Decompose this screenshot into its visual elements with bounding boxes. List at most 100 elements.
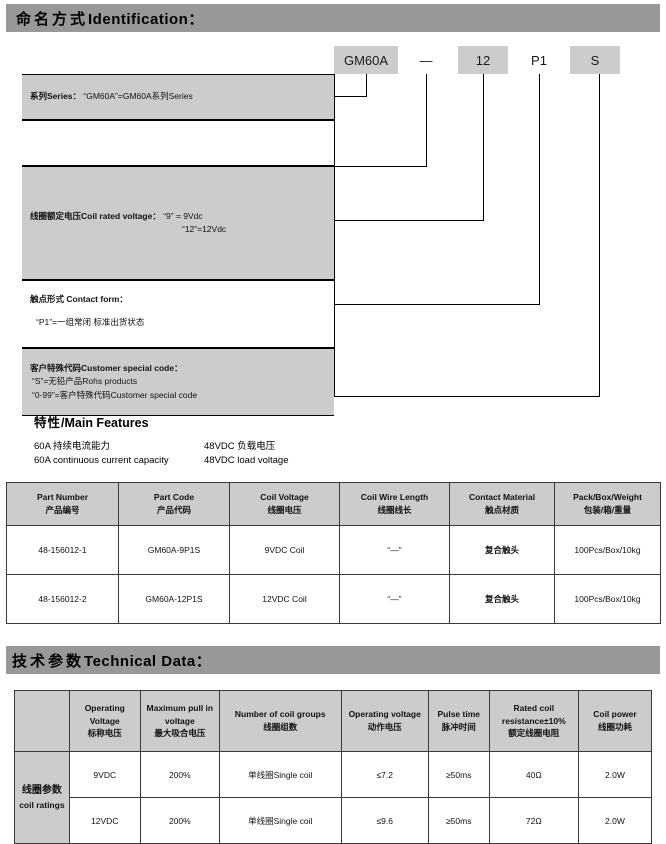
column-header-blank-corner: [14, 690, 70, 752]
code-segment-contact-form: P1: [520, 46, 558, 74]
header-en: Maximum pull in voltage: [146, 702, 214, 726]
legend-box-coil-rated-voltage: 线圈额定电压Coil rated voltage： “9” = 9Vdc “12…: [22, 166, 334, 280]
legend-line-rest: “9” = 9Vdc: [160, 210, 203, 221]
header-cn: 线圈电压: [267, 505, 302, 515]
cell-coil-wire-length: “—”: [339, 525, 450, 575]
legend-line: 线圈额定电压Coil rated voltage： “9” = 9Vdc: [30, 210, 334, 223]
code-segment-label: 12: [475, 52, 491, 68]
cell-max-pull-in-voltage: 200%: [139, 797, 220, 844]
cell-pulse-time: ≥50ms: [427, 751, 490, 798]
feature-cell: 48VDC 负载电压: [204, 441, 276, 452]
header-en: Part Number: [36, 492, 88, 503]
section-title-en-identification: Identification：: [88, 10, 204, 28]
row-header-en: coil ratings: [19, 799, 65, 810]
technical-data-table: Operating Voltage 标称电压 Maximum pull in v…: [14, 690, 653, 844]
header-cn: 动作电压: [367, 722, 402, 732]
cell-coil-wire-length: “—”: [339, 574, 450, 624]
cell-contact-material: 复合触头: [449, 574, 555, 624]
code-segment-label: S: [590, 52, 600, 68]
leader-line-special-code-vertical: [599, 74, 600, 396]
cell-part-number: 48-156012-1: [6, 525, 119, 575]
cell-contact-material: 复合触头: [449, 525, 555, 575]
features-list: 60A 持续电流能力 48VDC 负载电压 60A continuous cur…: [34, 440, 666, 468]
legend-line-bold: 线圈额定电压Coil rated voltage：: [30, 210, 161, 221]
header-en: Pulse time: [437, 709, 480, 720]
column-header-operating-voltage: Operating Voltage 标称电压: [68, 690, 141, 752]
code-segment-label: GM60A: [343, 52, 389, 68]
header-cn: 线圈线长: [377, 505, 412, 515]
section-header-technical-data: 技术参数 Technical Data：: [6, 646, 660, 674]
cell-coil-groups: 单线圈Single coil: [218, 797, 342, 844]
leader-line-dash-vertical: [426, 74, 427, 166]
legend-line: “P1”=一组常闭 标准出货状态: [30, 316, 334, 329]
header-cn: 线圈功耗: [597, 722, 632, 732]
code-segment-special-code: S: [570, 46, 620, 74]
leader-line-special-code-horizontal: [334, 396, 600, 397]
leader-line-contact-form-horizontal: [334, 304, 540, 305]
legend-box-customer-special-code: 客户特殊代码Customer special code： “S”=无铅产品Roh…: [22, 348, 334, 416]
legend-title-contact-form: 触点形式 Contact form：: [30, 294, 128, 304]
header-cn: 线圈组数: [263, 722, 298, 732]
features-title-cn: 特性: [34, 416, 62, 430]
cell-part-number: 48-156012-2: [6, 574, 119, 624]
header-en: Coil power: [593, 709, 637, 720]
legend-line-rest: “P1”=一组常闭 标准出货状态: [36, 317, 145, 328]
main-features-section: 特性/Main Features 60A 持续电流能力 48VDC 负载电压 6…: [0, 412, 666, 468]
cell-coil-groups: 单线圈Single coil: [218, 751, 342, 798]
legend-box-spacer: [22, 120, 334, 166]
row-header-coil-ratings: 线圈参数 coil ratings: [14, 751, 70, 844]
column-header-number-of-coil-groups: Number of coil groups 线圈组数: [218, 690, 342, 752]
feature-row: 60A continuous current capacity 48VDC lo…: [34, 454, 666, 468]
cell-pack-box-weight: 100Pcs/Box/10kg: [554, 525, 661, 575]
header-cn: 产品代码: [156, 505, 191, 515]
header-en: Contact Material: [468, 492, 536, 503]
leader-line-series-down: [334, 74, 335, 96]
section-title-cn-technical: 技术参数: [12, 652, 85, 670]
code-segment-label: P1: [531, 52, 547, 68]
section-header-identification: 命名方式 Identification：: [6, 4, 660, 32]
code-segment-dash: —: [406, 46, 446, 74]
cell-coil-power: 2.0W: [577, 797, 653, 844]
cell-coil-voltage: 9VDC Coil: [229, 525, 340, 575]
legend-box-series: 系列Series： “GM60A”=GM60A系列Series: [22, 74, 334, 120]
column-header-part-number: Part Number 产品编号: [6, 482, 119, 526]
header-en: Coil Voltage: [260, 492, 309, 503]
legend-column-spine: [334, 96, 335, 397]
column-header-rated-coil-resistance: Rated coil resistance±10% 额定线圈电阻: [488, 690, 579, 752]
table-row: 线圈参数 coil ratings 9VDC 200% 单线圈Single co…: [14, 751, 653, 844]
table-header-row: Operating Voltage 标称电压 Maximum pull in v…: [14, 690, 653, 752]
cell-coil-power: 2.0W: [577, 751, 653, 798]
leader-line-voltage-horizontal: [334, 220, 484, 221]
column-header-pulse-time: Pulse time 脉冲时间: [427, 690, 490, 752]
features-title-en: /Main Features: [61, 416, 149, 430]
cell-rated-coil-resistance: 72Ω: [488, 797, 579, 844]
leader-line-dash-horizontal: [334, 166, 427, 167]
code-segment-voltage: 12: [458, 46, 508, 74]
header-cn: 脉冲时间: [441, 722, 476, 732]
legend-line-rest: “0-99”=客户特殊代码Customer special code: [32, 389, 198, 400]
features-title: 特性/Main Features: [34, 412, 666, 431]
cell-operating-voltage: 9VDC: [68, 751, 141, 798]
cell-rated-coil-resistance: 40Ω: [488, 751, 579, 798]
leader-line-series-vertical: [366, 74, 367, 96]
leader-line-contact-form-vertical: [539, 74, 540, 304]
header-cn: 额定线圈电阻: [508, 728, 560, 739]
feature-cell: 60A continuous current capacity: [34, 454, 169, 466]
cell-pulse-time: ≥50ms: [427, 797, 490, 844]
header-en: Operating voltage: [348, 709, 421, 720]
header-cn: 产品编号: [45, 505, 80, 515]
column-header-operating-voltage-action: Operating voltage 动作电压: [340, 690, 429, 752]
header-en: Rated coil resistance±10%: [501, 702, 566, 726]
column-header-part-code: Part Code 产品代码: [118, 482, 230, 526]
legend-title-special-code: 客户特殊代码Customer special code：: [30, 363, 183, 374]
cell-part-code: GM60A-12P1S: [118, 574, 230, 624]
header-en: Operating Voltage: [84, 702, 125, 726]
section-title-cn-identification: 命名方式: [16, 10, 89, 28]
cell-part-code: GM60A-9P1S: [118, 525, 230, 575]
leader-line-series-horizontal: [334, 96, 367, 97]
code-segment-series: GM60A: [334, 46, 398, 74]
feature-cell: 60A 持续电流能力: [34, 441, 111, 452]
header-en: Part Code: [153, 492, 195, 503]
legend-line-rest: “S”=无铅产品Rohs products: [32, 376, 138, 387]
legend-box-contact-form: 触点形式 Contact form： “P1”=一组常闭 标准出货状态: [22, 280, 334, 348]
